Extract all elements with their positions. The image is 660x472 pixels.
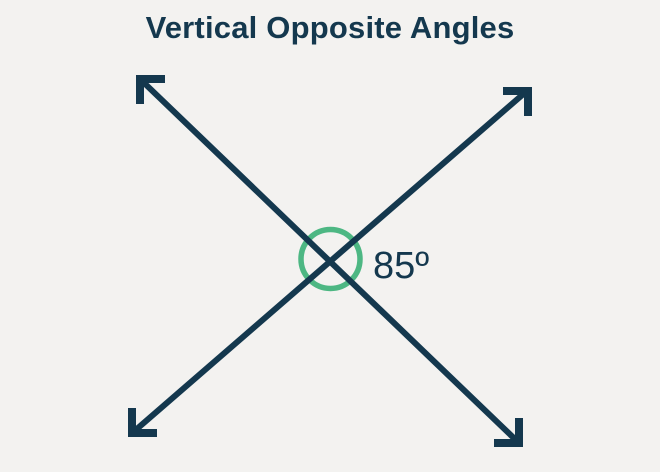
angle-value-label: 85º: [373, 245, 429, 287]
arrowhead-top-right-icon: [503, 87, 532, 116]
arrowhead-bottom-right-icon: [494, 418, 523, 447]
line-top-right-to-bottom-left: [129, 87, 530, 437]
arrowhead-bottom-left-icon: [128, 408, 157, 437]
angle-circle: [298, 226, 363, 292]
arrowhead-top-left-icon: [136, 75, 165, 104]
diagram-title: Vertical Opposite Angles: [145, 10, 515, 45]
